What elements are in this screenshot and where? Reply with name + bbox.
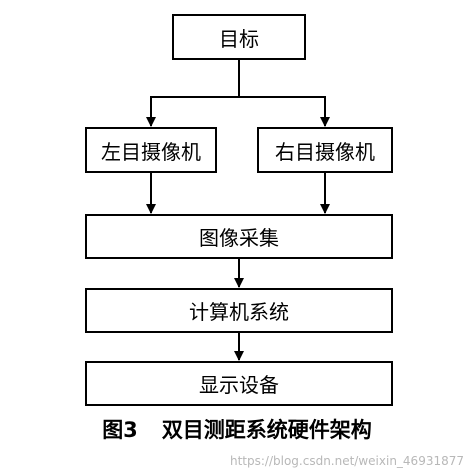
node-computer-system: 计算机系统 [85, 288, 393, 333]
node-target: 目标 [172, 14, 306, 60]
node-image-acquisition: 图像采集 [85, 214, 393, 259]
node-left-camera: 左目摄像机 [85, 127, 217, 173]
figure-number: 图3 [102, 418, 138, 442]
figure-title: 双目测距系统硬件架构 [161, 418, 372, 442]
node-target-label: 目标 [219, 26, 259, 51]
node-computer-system-label: 计算机系统 [189, 300, 289, 324]
figure-caption: 图3 双目测距系统硬件架构 [0, 414, 474, 444]
watermark: https://blog.csdn.net/weixin_46931877 [229, 454, 464, 468]
node-right-camera-label: 右目摄像机 [275, 139, 375, 164]
node-left-camera-label: 左目摄像机 [101, 139, 201, 164]
node-display-device-label: 显示设备 [199, 373, 279, 397]
node-display-device: 显示设备 [85, 361, 393, 406]
node-right-camera: 右目摄像机 [257, 127, 393, 173]
node-image-acquisition-label: 图像采集 [199, 226, 279, 250]
